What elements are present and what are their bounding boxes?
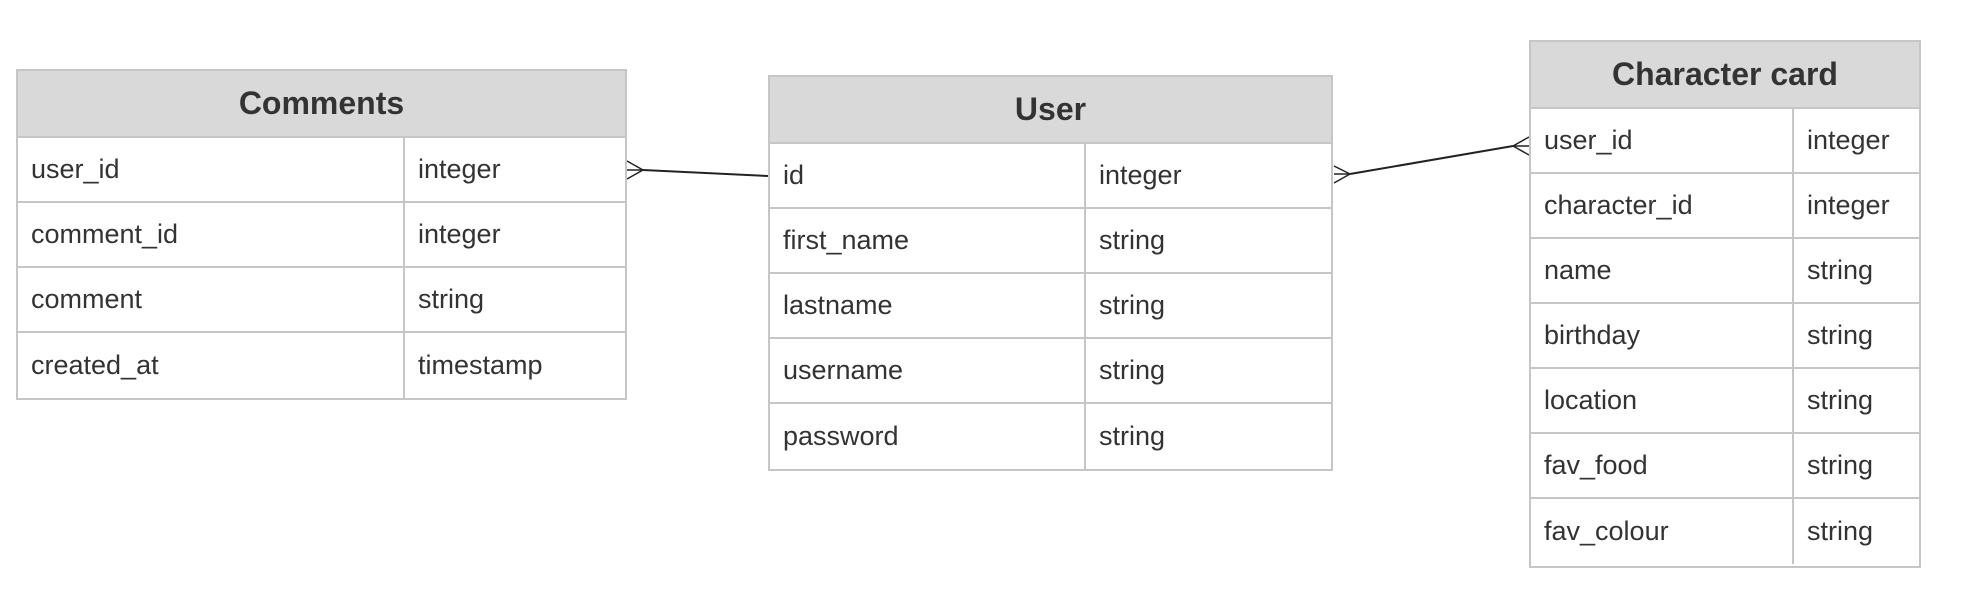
field-name: user_id: [1531, 109, 1794, 172]
table-row[interactable]: comment_id integer: [18, 203, 625, 268]
table-row[interactable]: user_id integer: [1531, 109, 1919, 174]
field-type: string: [1099, 355, 1166, 385]
field-type: string: [1807, 320, 1874, 350]
table-row[interactable]: location string: [1531, 369, 1919, 434]
crows-foot-many-icon: [1512, 136, 1530, 156]
entity-user[interactable]: User id integer first_name string lastna…: [768, 75, 1333, 471]
table-row[interactable]: character_id integer: [1531, 174, 1919, 239]
relationship-user-character: [1333, 136, 1530, 184]
table-row[interactable]: fav_food string: [1531, 434, 1919, 499]
field-name: created_at: [18, 333, 405, 398]
field-type: string: [1807, 516, 1874, 546]
table-row[interactable]: birthday string: [1531, 304, 1919, 369]
field-type: integer: [1807, 125, 1890, 155]
field-name: fav_colour: [1531, 499, 1794, 564]
field-type: integer: [418, 154, 501, 184]
field-name: comment: [18, 268, 405, 331]
field-type: integer: [418, 219, 501, 249]
field-name: first_name: [770, 209, 1086, 272]
table-row[interactable]: user_id integer: [18, 138, 625, 203]
crows-foot-many-icon: [1333, 165, 1351, 184]
table-row[interactable]: first_name string: [770, 209, 1331, 274]
field-type: string: [1099, 225, 1166, 255]
field-name: location: [1531, 369, 1794, 432]
relationship-comments-user: [626, 160, 769, 180]
table-row[interactable]: id integer: [770, 144, 1331, 209]
entity-title: Comments: [18, 71, 625, 138]
table-row[interactable]: username string: [770, 339, 1331, 404]
field-type: integer: [1099, 160, 1182, 190]
field-type: string: [1807, 450, 1874, 480]
field-name: fav_food: [1531, 434, 1794, 497]
field-type: string: [1807, 385, 1874, 415]
field-name: user_id: [18, 138, 405, 201]
field-name: name: [1531, 239, 1794, 302]
field-name: birthday: [1531, 304, 1794, 367]
field-name: comment_id: [18, 203, 405, 266]
field-name: id: [770, 144, 1086, 207]
table-row[interactable]: comment string: [18, 268, 625, 333]
table-row[interactable]: fav_colour string: [1531, 499, 1919, 564]
entity-title: Character card: [1531, 42, 1919, 109]
field-name: character_id: [1531, 174, 1794, 237]
relationship-line: [1349, 145, 1514, 175]
field-type: string: [1807, 255, 1874, 285]
field-type: timestamp: [418, 350, 543, 380]
field-type: integer: [1807, 190, 1890, 220]
field-type: string: [418, 284, 485, 314]
entity-comments[interactable]: Comments user_id integer comment_id inte…: [16, 69, 627, 400]
field-name: password: [770, 404, 1086, 469]
field-type: string: [1099, 421, 1166, 451]
table-row[interactable]: created_at timestamp: [18, 333, 625, 398]
crows-foot-many-icon: [626, 160, 644, 180]
field-type: string: [1099, 290, 1166, 320]
table-row[interactable]: password string: [770, 404, 1331, 469]
entity-title: User: [770, 77, 1331, 144]
field-name: lastname: [770, 274, 1086, 337]
table-row[interactable]: lastname string: [770, 274, 1331, 339]
field-name: username: [770, 339, 1086, 402]
relationship-line: [642, 169, 769, 177]
entity-character-card[interactable]: Character card user_id integer character…: [1529, 40, 1921, 568]
table-row[interactable]: name string: [1531, 239, 1919, 304]
